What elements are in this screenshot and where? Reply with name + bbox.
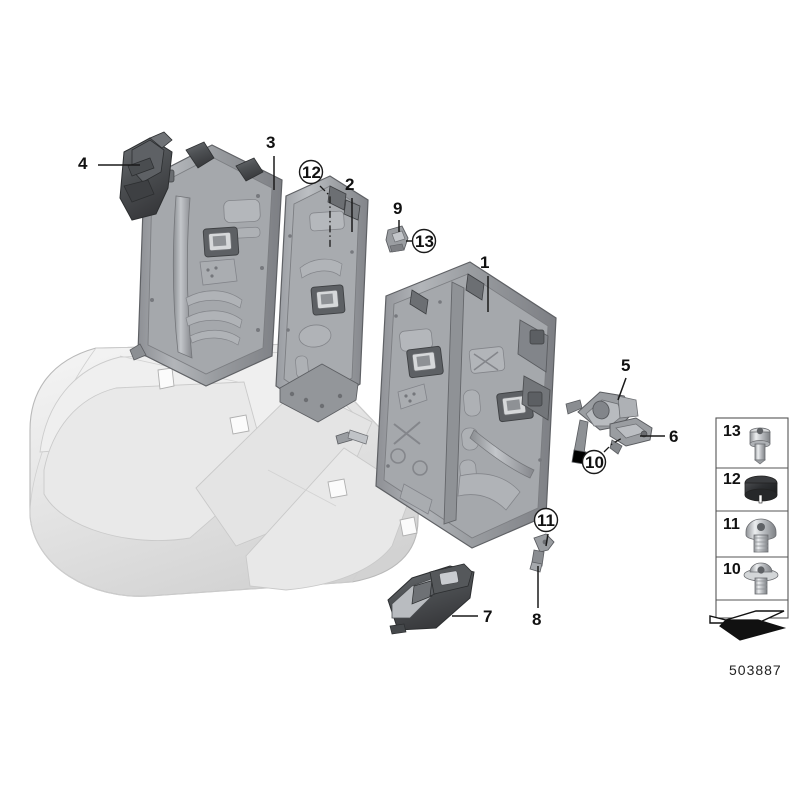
callout-8[interactable]: 8 [532, 610, 542, 629]
callout-11[interactable]: 11 [537, 511, 555, 530]
legend-box [709, 417, 789, 641]
callout-7[interactable]: 7 [483, 607, 493, 626]
dash-dot-leaders [319, 185, 623, 453]
legend-number-11: 11 [723, 516, 740, 533]
latch-assembly [119, 131, 173, 221]
backrest-frame-right [335, 261, 557, 549]
callout-3[interactable]: 3 [266, 133, 276, 152]
callout-1[interactable]: 1 [480, 253, 490, 272]
legend-number-10: 10 [723, 561, 741, 578]
direction-arrow-symbol [709, 610, 787, 641]
callout-2[interactable]: 2 [345, 175, 355, 194]
flanged-button-screw-icon [743, 562, 779, 595]
hook-bracket [529, 533, 555, 573]
legend-number-13: 13 [723, 423, 741, 440]
callout-9[interactable]: 9 [393, 199, 403, 218]
backrest-frame-left [129, 141, 283, 387]
callout-12[interactable]: 12 [302, 163, 321, 182]
callout-10[interactable]: 10 [585, 453, 604, 472]
callout-6[interactable]: 6 [669, 427, 679, 446]
shoulder-bolt-icon [749, 427, 771, 465]
legend-number-12: 12 [723, 471, 741, 488]
rear-seat-cushion [29, 343, 421, 597]
diagram-number: 503887 [729, 662, 782, 678]
callout-4[interactable]: 4 [78, 154, 88, 173]
plug-cap-icon [744, 475, 778, 504]
lock-guide [387, 563, 475, 635]
button-head-screw-icon [745, 518, 777, 553]
callout-5[interactable]: 5 [621, 356, 631, 375]
callout-circles [298, 159, 607, 533]
clip [385, 225, 409, 253]
backrest-frame-center [275, 175, 369, 423]
callout-13[interactable]: 13 [415, 232, 434, 251]
